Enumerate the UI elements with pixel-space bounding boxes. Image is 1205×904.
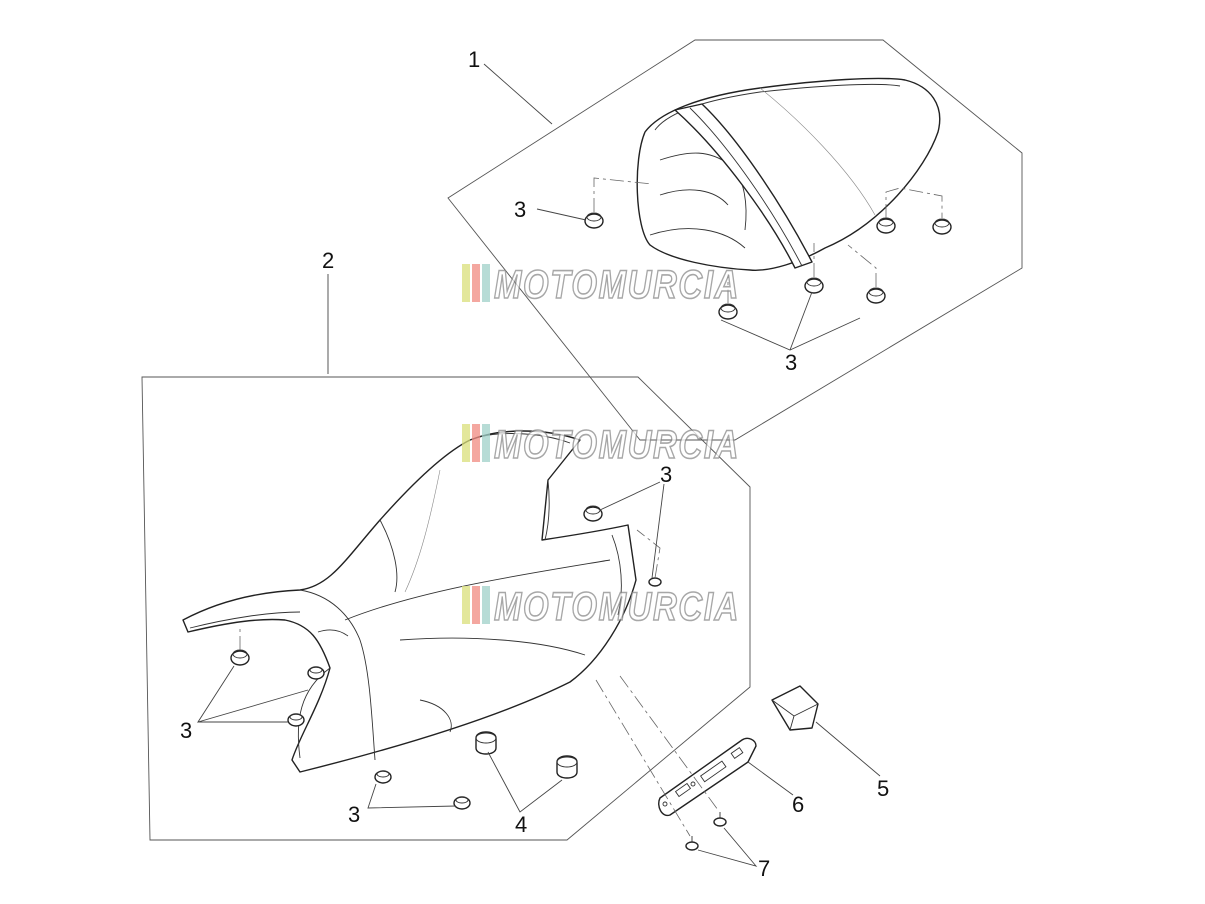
watermark-text: MOTOMURCIA	[494, 585, 740, 629]
watermark-stripe	[472, 424, 480, 462]
watermark-stripe	[472, 264, 480, 302]
callout-5: 5	[877, 776, 889, 801]
rider-seat	[182, 430, 637, 773]
callout-6: 6	[792, 792, 804, 817]
grommet	[932, 218, 952, 235]
watermark-text: MOTOMURCIA	[494, 263, 740, 307]
watermark-stripe	[462, 586, 470, 624]
pillion-seat-group-frame	[447, 39, 1023, 441]
watermark-stripe	[472, 586, 480, 624]
grommet	[804, 277, 824, 294]
watermark-stripe	[462, 264, 470, 302]
watermark-text: MOTOMURCIA	[494, 423, 740, 467]
callout-7: 7	[758, 856, 770, 881]
leader-lines	[196, 63, 881, 867]
watermark-top: MOTOMURCIA	[462, 262, 740, 308]
grommet	[307, 666, 325, 680]
callout-2: 2	[322, 248, 334, 273]
pad	[771, 685, 819, 731]
grommet	[230, 649, 250, 666]
grommet	[453, 796, 471, 810]
watermark-stripe	[482, 264, 490, 302]
screw	[685, 836, 699, 851]
grommet	[584, 212, 604, 229]
callout-3-rider-right: 3	[660, 462, 672, 487]
rider-dash-lines	[239, 529, 719, 837]
grommet	[876, 217, 896, 234]
rider-grommets	[230, 505, 662, 810]
pillion-seat	[636, 77, 941, 271]
grommet	[583, 505, 603, 522]
callout-3-rider-left: 3	[180, 718, 192, 743]
callout-1: 1	[468, 47, 480, 72]
grommet	[866, 287, 886, 304]
rubber-foot	[556, 755, 578, 779]
callout-3-pillion-bottom: 3	[785, 350, 797, 375]
rubber-foot	[475, 731, 497, 755]
pillion-grommets	[584, 212, 952, 320]
rider-seat-group-frame	[141, 376, 751, 841]
callout-3-rider-bottom: 3	[348, 802, 360, 827]
watermark-bottom: MOTOMURCIA	[462, 584, 740, 630]
callout-3-pillion-left: 3	[514, 197, 526, 222]
watermark-stripe	[482, 424, 490, 462]
watermark-stripe	[462, 424, 470, 462]
watermark-stripe	[482, 586, 490, 624]
grommet	[287, 713, 305, 727]
pillion-dash-lines	[593, 177, 943, 303]
screw	[713, 812, 727, 827]
grommet	[374, 770, 392, 784]
grommet	[718, 303, 738, 320]
watermark-middle: MOTOMURCIA	[462, 422, 740, 468]
screws	[685, 812, 727, 851]
rubber-feet	[475, 731, 578, 779]
callout-4: 4	[515, 812, 527, 837]
bracket-plate	[658, 737, 757, 817]
